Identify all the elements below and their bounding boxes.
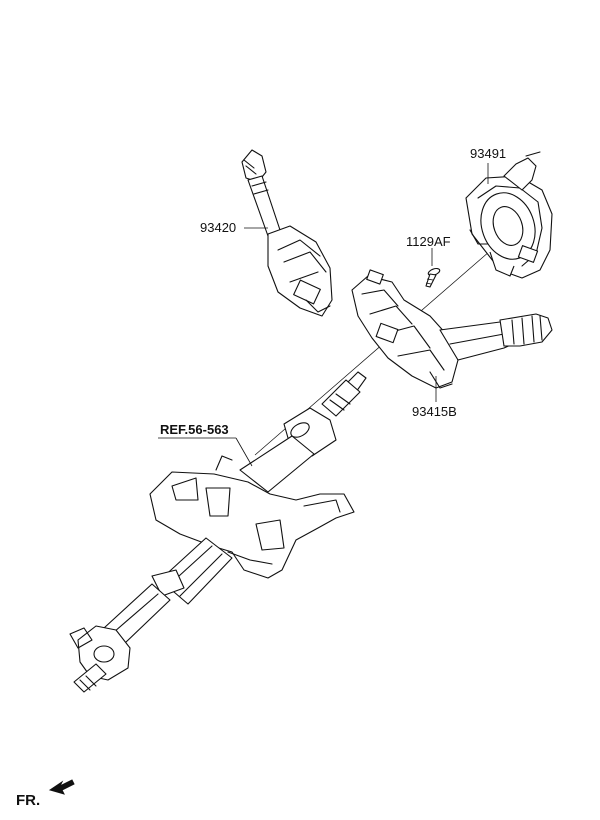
- label-ref-56-563: REF.56-563: [160, 422, 229, 437]
- label-1129AF: 1129AF: [406, 234, 451, 249]
- label-93420: 93420: [200, 220, 236, 235]
- steering-column-assembly: [69, 371, 367, 693]
- wiper-switch-93420: [241, 149, 333, 317]
- clock-spring-93491: [465, 151, 553, 279]
- multifunction-switch-93415B: [351, 269, 553, 389]
- screw-1129AF: [425, 267, 441, 288]
- label-front: FR.: [16, 792, 40, 809]
- arrow-icon: [48, 779, 75, 795]
- label-93491: 93491: [470, 146, 506, 161]
- label-93415B: 93415B: [412, 404, 457, 419]
- leader-ref-pointer: [235, 437, 253, 467]
